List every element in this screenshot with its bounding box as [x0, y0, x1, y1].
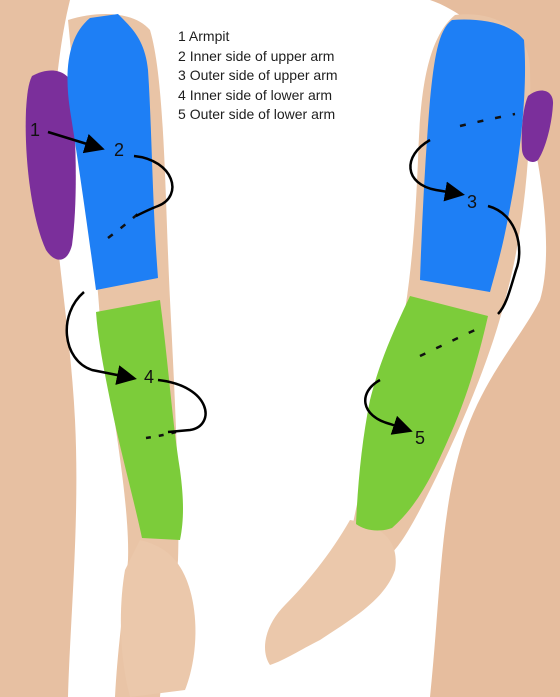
legend-item-outer-lower-arm: 5 Outer side of lower arm [178, 105, 338, 125]
marker-5: 5 [415, 429, 425, 447]
legend-item-outer-upper-arm: 3 Outer side of upper arm [178, 66, 338, 86]
legend: 1 Armpit 2 Inner side of upper arm 3 Out… [178, 27, 338, 125]
marker-1: 1 [30, 121, 40, 139]
right-hand [265, 520, 396, 665]
marker-2: 2 [114, 141, 124, 159]
legend-item-armpit: 1 Armpit [178, 27, 338, 47]
marker-3: 3 [467, 193, 477, 211]
legend-item-inner-upper-arm: 2 Inner side of upper arm [178, 47, 338, 67]
left-hand [121, 540, 196, 697]
inner-upper-arm-region [67, 14, 158, 290]
legend-item-inner-lower-arm: 4 Inner side of lower arm [178, 86, 338, 106]
marker-4: 4 [144, 368, 154, 386]
